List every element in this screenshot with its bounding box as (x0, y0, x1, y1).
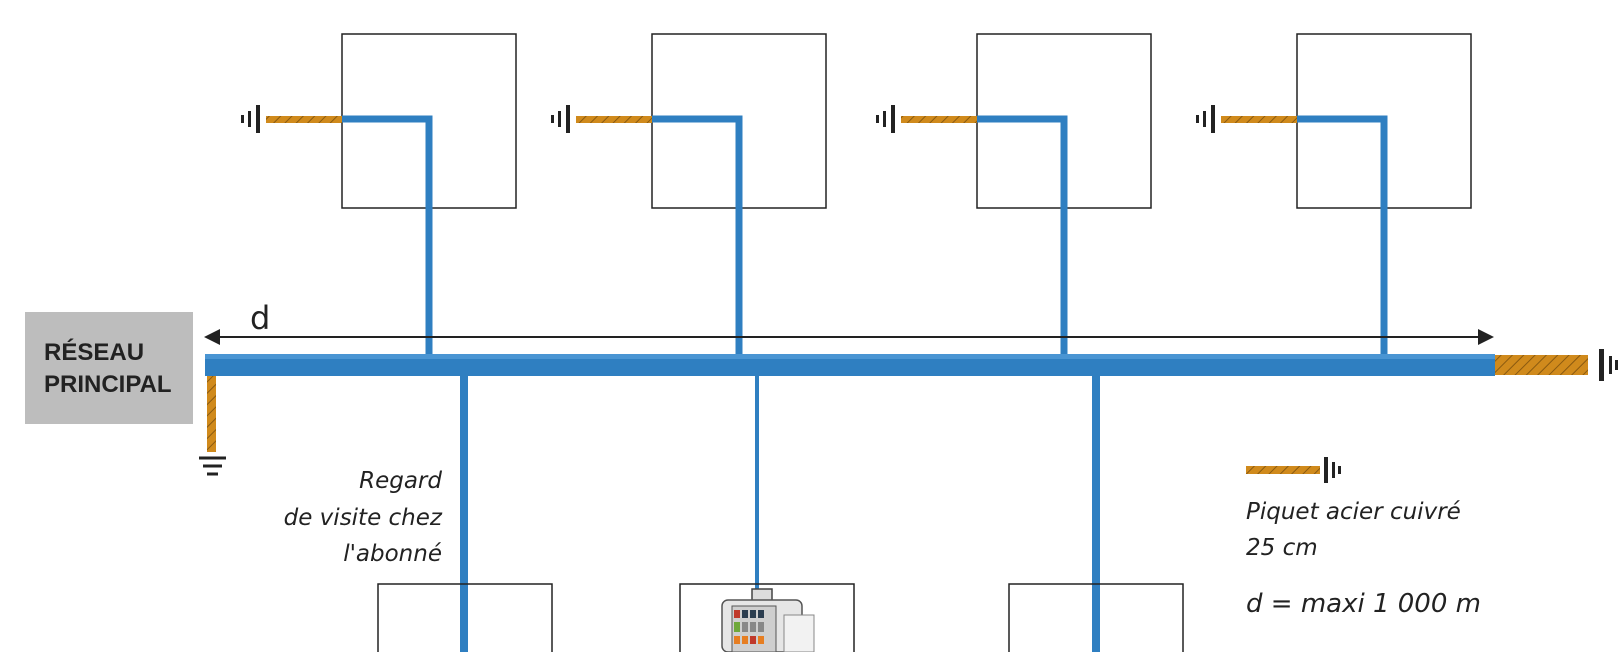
ground-symbol-icon (876, 105, 895, 133)
main-network-label-line2: PRINCIPAL (44, 371, 172, 398)
distance-label: d (250, 299, 270, 337)
subscriber-box-bottom-2 (679, 583, 855, 652)
branch-pipe-top-3 (977, 115, 1068, 357)
ground-symbol-icon (551, 105, 570, 133)
copper-stake-top-2 (576, 116, 652, 123)
main-pipe-highlight (205, 354, 1495, 359)
branch-pipe-top-4 (1297, 115, 1388, 357)
legend-stake-line2: 25 cm (1246, 535, 1318, 561)
manhole-label-line3: l'abonné (343, 541, 442, 567)
distance-arrow (204, 329, 1494, 345)
copper-stake-main-right (1495, 355, 1588, 375)
branch-pipe-top-2 (652, 115, 743, 357)
manhole-label-line1: Regard (359, 468, 442, 494)
ground-symbol-icon (1324, 457, 1341, 483)
terminal-block-icon (721, 588, 815, 652)
copper-stake-top-4 (1221, 116, 1297, 123)
legend-stake-line1: Piquet acier cuivré (1246, 499, 1461, 525)
subscriber-box-bottom-1 (377, 583, 553, 652)
copper-stake-main-left (207, 376, 216, 452)
ground-symbol-icon (241, 105, 260, 133)
legend-distance-rule: d = maxi 1 000 m (1246, 589, 1481, 619)
manhole-label-line2: de visite chez (284, 505, 443, 531)
main-network-box (25, 312, 193, 424)
copper-stake-top-3 (901, 116, 977, 123)
copper-stake-top-1 (266, 116, 342, 123)
earth-ground-icon (199, 456, 226, 476)
main-network-label-line1: RÉSEAU (44, 338, 144, 366)
branch-pipe-top-1 (342, 115, 433, 357)
subscriber-box-bottom-3 (1008, 583, 1184, 652)
ground-symbol-icon (1599, 349, 1618, 381)
legend-stake-sample (1246, 466, 1320, 474)
main-pipe (205, 354, 1495, 376)
ground-symbol-icon (1196, 105, 1215, 133)
